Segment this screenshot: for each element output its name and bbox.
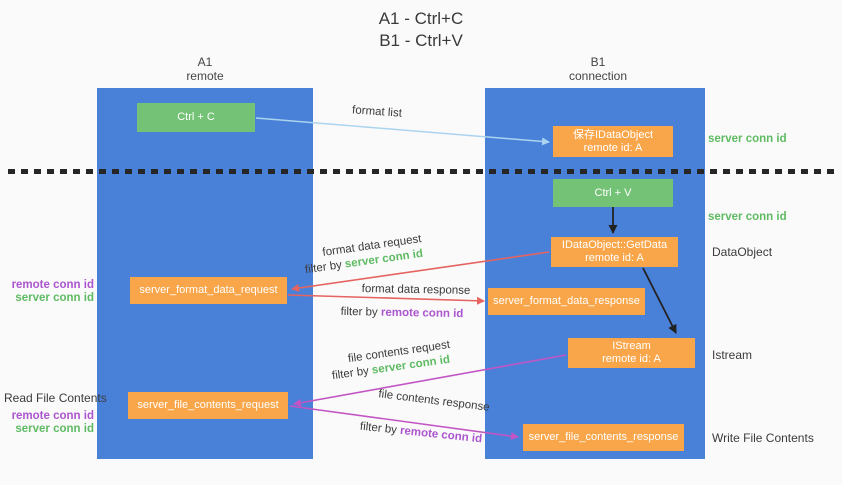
node-istream-line1: IStream xyxy=(612,340,651,352)
column-header-b1: B1 connection xyxy=(538,55,658,83)
filter-by-text: filter by xyxy=(331,365,370,383)
column-a1-name: A1 xyxy=(197,55,213,69)
label-file-contents-response: file contents response xyxy=(377,388,491,414)
node-format-response-label: server_format_data_response xyxy=(493,295,640,307)
node-server-file-contents-response: server_file_contents_response xyxy=(523,424,684,451)
label-filter-remote-conn-id-file: filter by remote conn id xyxy=(359,421,482,446)
label-server-conn-id-format: server conn id xyxy=(15,292,94,304)
node-istream: IStream remote id: A xyxy=(568,338,695,368)
node-save-idataobject: 保存IDataObject remote id: A xyxy=(553,126,673,157)
title-line-2: B1 - Ctrl+V xyxy=(379,31,463,50)
node-save-idataobject-line2: remote id: A xyxy=(583,141,643,154)
node-ctrl-c: Ctrl + C xyxy=(137,103,255,132)
title-line-1: A1 - Ctrl+C xyxy=(378,9,464,28)
node-server-format-data-request: server_format_data_request xyxy=(130,277,287,304)
node-format-request-label: server_format_data_request xyxy=(139,284,278,296)
label-dataobject: DataObject xyxy=(712,245,773,259)
label-istream: Istream xyxy=(712,348,753,362)
node-file-request-label: server_file_contents_request xyxy=(137,399,279,411)
node-getdata-line1: IDataObject::GetData xyxy=(561,239,668,251)
column-b1-subtitle: connection xyxy=(568,69,628,83)
node-server-format-data-response: server_format_data_response xyxy=(488,288,645,315)
filter-by-text: filter by xyxy=(340,305,378,319)
remote-conn-id-text: remote conn id xyxy=(380,306,464,321)
remote-conn-id-text: remote conn id xyxy=(399,424,483,446)
label-remote-conn-id-format: remote conn id xyxy=(11,279,94,291)
node-save-idataobject-line1: 保存IDataObject xyxy=(572,128,654,141)
node-getdata-line2: remote id: A xyxy=(585,252,644,264)
label-remote-conn-id-file: remote conn id xyxy=(11,410,94,422)
label-read-file-contents: Read File Contents xyxy=(4,391,107,405)
filter-by-text: filter by xyxy=(359,420,398,437)
column-a1-subtitle: remote xyxy=(186,69,224,83)
label-format-data-response: format data response xyxy=(361,283,471,297)
label-server-conn-id-mid: server conn id xyxy=(708,211,787,223)
label-server-conn-id-file: server conn id xyxy=(15,423,94,435)
dotted-separator xyxy=(8,169,836,174)
label-format-list: format list xyxy=(351,104,403,120)
label-filter-remote-conn-id-format: filter by remote conn id xyxy=(341,306,464,320)
node-ctrl-v: Ctrl + V xyxy=(553,179,673,207)
column-b1-name: B1 xyxy=(590,55,606,69)
node-ctrl-c-label: Ctrl + C xyxy=(177,111,215,123)
node-ctrl-v-label: Ctrl + V xyxy=(594,186,632,199)
label-write-file-contents: Write File Contents xyxy=(712,431,814,445)
diagram-title: A1 - Ctrl+C B1 - Ctrl+V xyxy=(0,8,842,52)
node-file-response-label: server_file_contents_response xyxy=(528,431,679,443)
column-header-a1: A1 remote xyxy=(145,55,265,83)
node-idataobject-getdata: IDataObject::GetData remote id: A xyxy=(551,237,678,267)
node-istream-line2: remote id: A xyxy=(602,353,661,365)
node-server-file-contents-request: server_file_contents_request xyxy=(128,392,288,419)
label-server-conn-id-top: server conn id xyxy=(708,133,787,145)
